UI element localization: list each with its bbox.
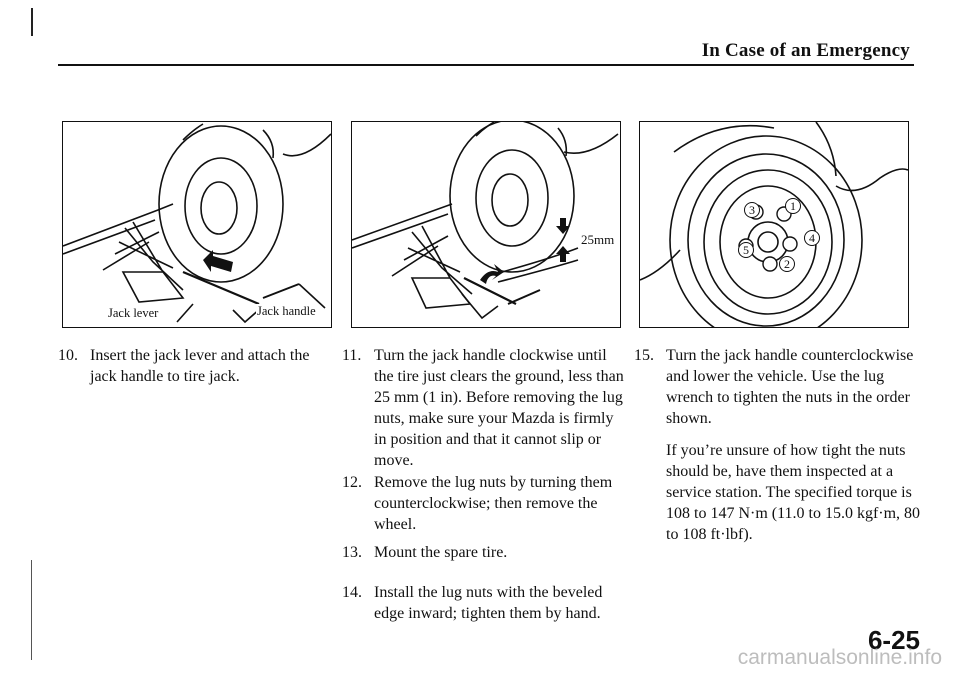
step-text: Remove the lug nuts by turning them coun… (374, 474, 613, 533)
clearance-label: 25mm (580, 232, 616, 248)
step-10: 10. Insert the jack lever and attach the… (58, 345, 318, 387)
step-number: 10. (58, 347, 78, 364)
watermark: carmanualsonline.info (737, 646, 942, 669)
step-15: 15. Turn the jack handle counterclockwis… (634, 345, 924, 429)
step-text: Install the lug nuts with the beveled ed… (374, 584, 603, 622)
header-rule (58, 64, 914, 66)
jack-handle-label: Jack handle (256, 304, 317, 319)
torque-note: If you’re unsure of how tight the nuts s… (666, 442, 921, 543)
figure-lug-nut-order: 1 2 3 4 5 (639, 121, 909, 328)
page-number: 6-25 (867, 625, 920, 655)
binding-mark (31, 8, 33, 36)
lug-order-5: 5 (738, 242, 754, 258)
figure-jack-lever-handle: Jack lever Jack handle (62, 121, 332, 328)
lug-order-4: 4 (804, 230, 820, 246)
wheel-illustration (640, 122, 908, 327)
step-number: 12. (342, 474, 362, 491)
lug-order-3: 3 (744, 202, 760, 218)
step-12: 12. Remove the lug nuts by turning them … (342, 472, 624, 535)
lug-order-2: 2 (779, 256, 795, 272)
step-number: 14. (342, 584, 362, 601)
step-text: Turn the jack handle clockwise until the… (374, 347, 624, 469)
figure-raise-vehicle: 25mm (351, 121, 621, 328)
step-14: 14. Install the lug nuts with the bevele… (342, 582, 624, 624)
step-number: 11. (342, 347, 362, 364)
lug-order-1: 1 (785, 198, 801, 214)
raise-illustration (352, 122, 619, 320)
page-header-title: In Case of an Emergency (701, 40, 910, 61)
step-number: 15. (634, 347, 654, 364)
step-text: Turn the jack handle counterclockwise an… (666, 347, 914, 427)
step-text: Insert the jack lever and attach the jac… (90, 347, 310, 385)
jack-illustration (63, 123, 331, 324)
step-text: Mount the spare tire. (374, 544, 508, 561)
step-number: 13. (342, 544, 362, 561)
binding-mark (31, 560, 32, 660)
jack-lever-label: Jack lever (107, 306, 160, 321)
step-11: 11. Turn the jack handle clockwise until… (342, 345, 624, 471)
step-13: 13. Mount the spare tire. (342, 542, 624, 563)
